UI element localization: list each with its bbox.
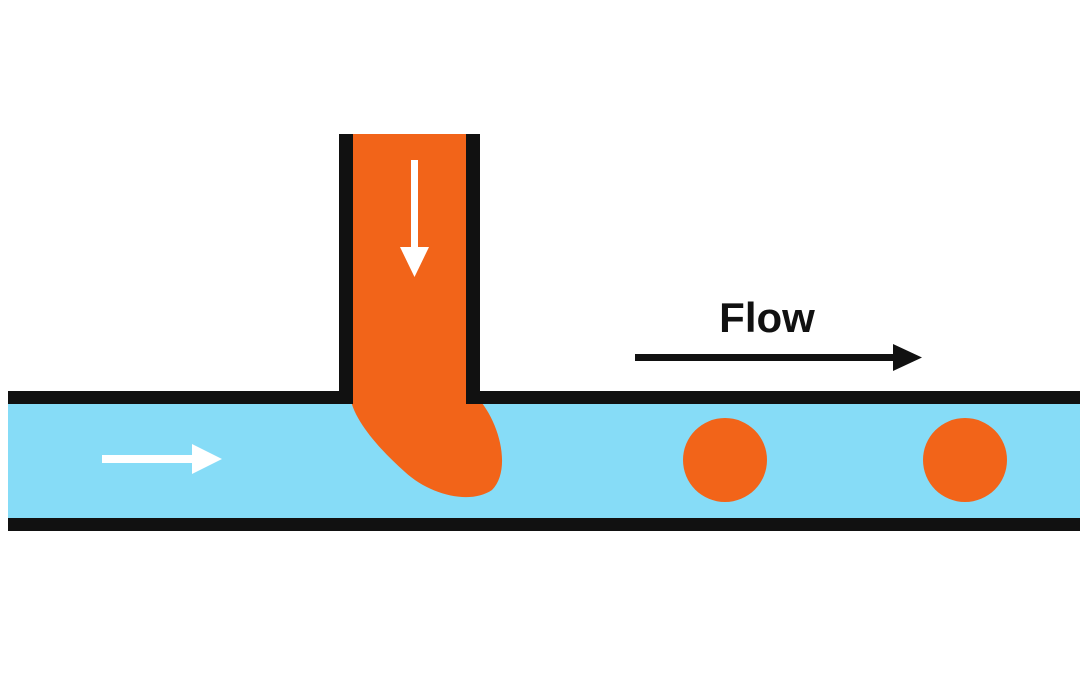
forming-droplet	[350, 395, 503, 498]
top-wall-right	[469, 391, 1080, 404]
droplet-1	[683, 418, 767, 502]
flow-label: Flow	[719, 294, 815, 341]
main-channel-flow-arrow-icon	[102, 444, 222, 474]
flow-direction-arrow-icon	[635, 344, 922, 371]
inlet-wall-right	[466, 134, 480, 404]
inlet-channel-fluid	[350, 134, 469, 404]
bottom-wall	[8, 518, 1080, 531]
top-wall-left	[8, 391, 348, 404]
droplet-2	[923, 418, 1007, 502]
inlet-flow-arrow-icon	[400, 160, 429, 277]
inlet-wall-left	[339, 134, 353, 404]
